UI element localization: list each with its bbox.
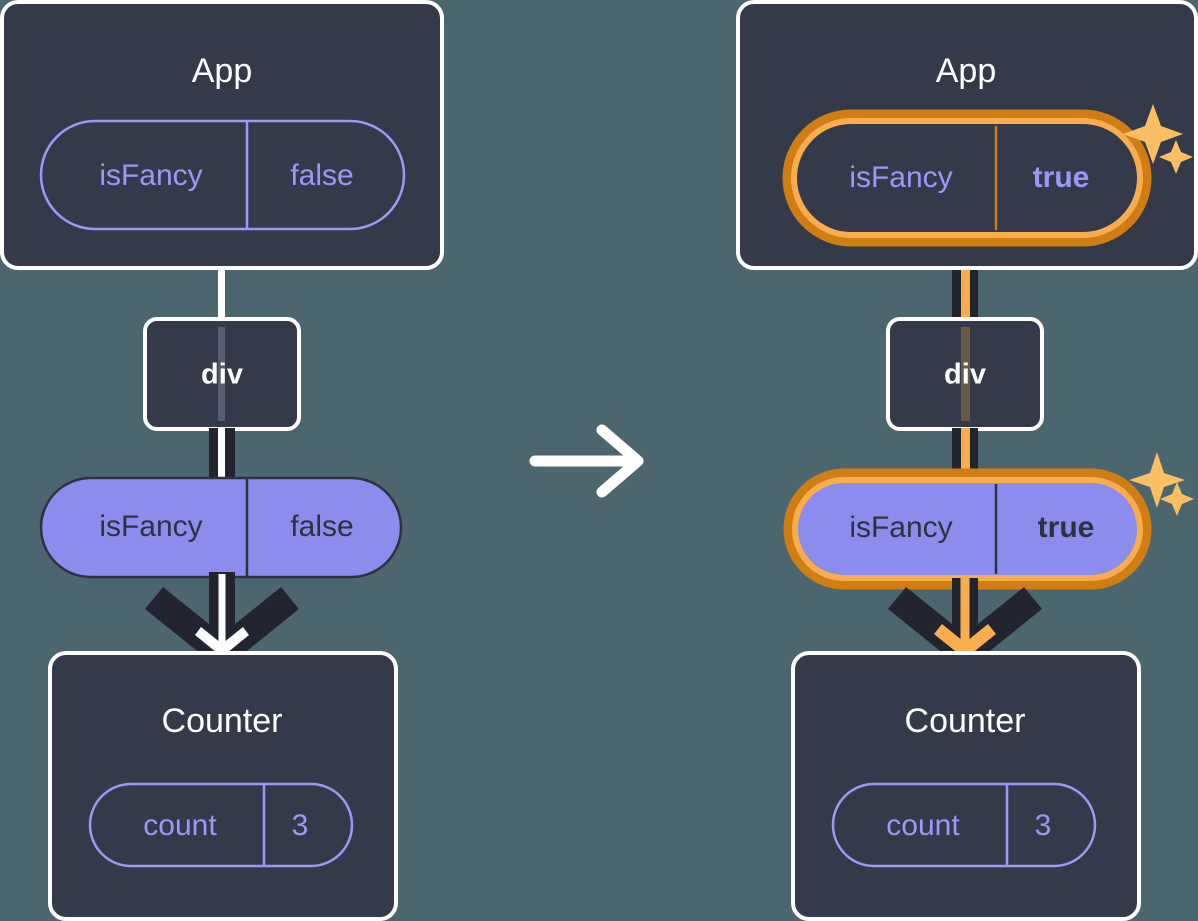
counter-node-title: Counter bbox=[905, 702, 1026, 740]
counter-state-pill-value: 3 bbox=[1035, 809, 1052, 842]
counter-state-pill-shape bbox=[831, 782, 1097, 868]
app-state-pill-shape bbox=[39, 119, 406, 231]
div-node-title: div bbox=[201, 359, 243, 391]
app-node-title: App bbox=[936, 52, 997, 90]
prop-pill-key: isFancy bbox=[849, 511, 952, 544]
counter-state-pill-value: 3 bbox=[292, 809, 309, 842]
app-node: App isFancy false bbox=[0, 0, 444, 270]
counter-node-title: Counter bbox=[162, 702, 283, 740]
app-state-pill-value: false bbox=[290, 159, 353, 192]
div-node: div bbox=[143, 317, 301, 431]
counter-node-box bbox=[791, 651, 1141, 921]
prop-pill-key: isFancy bbox=[99, 510, 202, 543]
app-state-pill: isFancy true bbox=[782, 109, 1152, 247]
arrow-prop-to-counter bbox=[145, 572, 299, 671]
counter-state-pill: count 3 bbox=[831, 782, 1097, 868]
app-node-box bbox=[0, 0, 444, 270]
wire-through-div bbox=[961, 327, 970, 421]
panel-after: App isFancy true div bbox=[736, 0, 1198, 921]
transition-arrow-icon bbox=[529, 424, 644, 498]
arrow-prop-to-counter-core bbox=[195, 574, 249, 657]
sparkle-icon-small bbox=[1159, 140, 1193, 174]
counter-state-pill-key: count bbox=[143, 809, 217, 842]
div-node-title: div bbox=[944, 359, 986, 391]
sparkle-icon-large bbox=[1129, 452, 1185, 508]
app-node: App isFancy true bbox=[736, 0, 1198, 270]
div-node: div bbox=[886, 317, 1044, 431]
sparkle-icon bbox=[1123, 104, 1193, 174]
app-state-pill-key: isFancy bbox=[99, 159, 202, 192]
counter-state-pill-shape bbox=[88, 782, 354, 868]
wire-app-to-div-core bbox=[961, 228, 970, 325]
counter-node: Counter count 3 bbox=[791, 651, 1141, 921]
panel-before: App isFancy false div isFancy false bbox=[0, 0, 444, 921]
app-state-pill-key: isFancy bbox=[849, 161, 952, 194]
prop-pill-value: false bbox=[290, 510, 353, 543]
wire-app-to-div bbox=[218, 250, 225, 325]
app-state-pill-highlight-inner bbox=[791, 118, 1143, 238]
prop-pill: isFancy true bbox=[783, 468, 1152, 590]
counter-state-pill: count 3 bbox=[88, 782, 354, 868]
prop-pill: isFancy false bbox=[39, 476, 403, 579]
app-node-title: App bbox=[192, 52, 253, 90]
wire-through-div bbox=[218, 327, 225, 421]
app-state-pill: isFancy false bbox=[39, 119, 406, 231]
sparkle-icon-large bbox=[1123, 104, 1183, 164]
sparkle-icon-small bbox=[1160, 482, 1194, 516]
wire-div-to-prop-core bbox=[961, 428, 970, 488]
app-state-pill-highlight-outer bbox=[782, 109, 1152, 247]
arrow-prop-to-counter-core bbox=[934, 578, 996, 659]
counter-node-box bbox=[48, 651, 398, 921]
prop-pill-value: true bbox=[1038, 511, 1095, 544]
counter-state-pill-key: count bbox=[886, 809, 960, 842]
counter-node: Counter count 3 bbox=[48, 651, 398, 921]
wire-div-to-prop-core bbox=[218, 428, 225, 488]
sparkle-icon bbox=[1129, 452, 1194, 516]
app-state-pill-value: true bbox=[1033, 161, 1090, 194]
arrow-prop-to-counter bbox=[888, 578, 1042, 671]
